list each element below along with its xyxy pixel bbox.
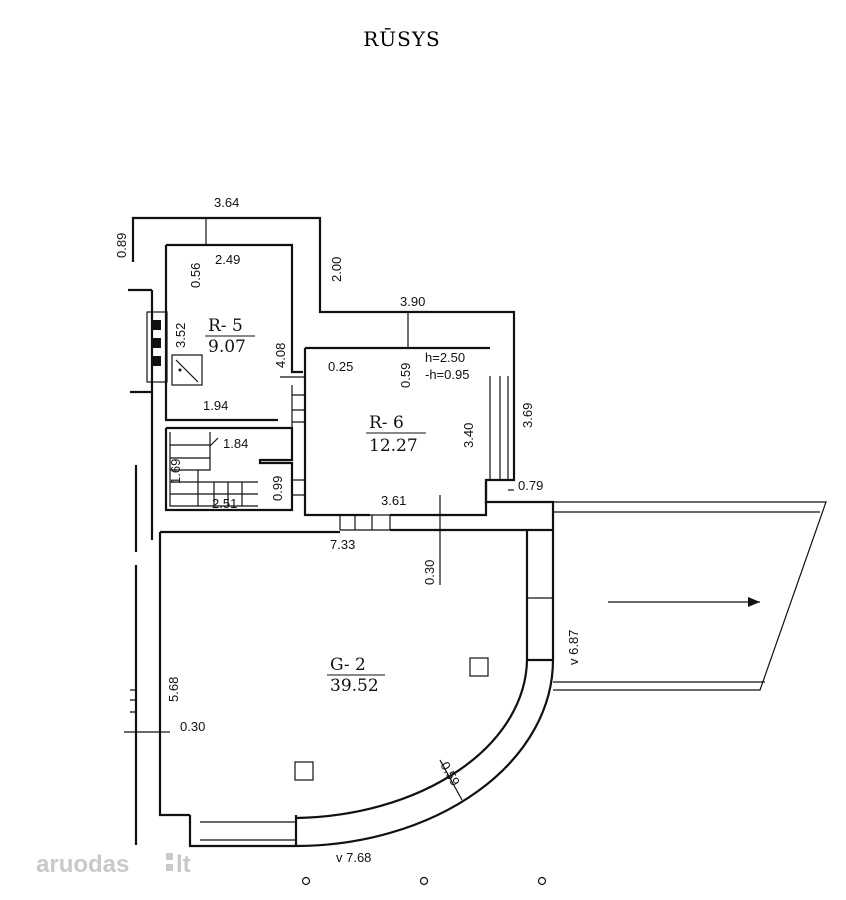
dim-0-56: 0.56 — [188, 263, 203, 288]
dim-7-68: v 7.68 — [336, 850, 371, 865]
dim-2-00: 2.00 — [329, 257, 344, 282]
dim-3-90: 3.90 — [400, 294, 425, 309]
dim-3-69: 3.69 — [520, 403, 535, 428]
room-g2-area: 39.52 — [330, 676, 379, 696]
room-g2-label: G- 2 — [330, 655, 366, 675]
marker-circle — [537, 876, 547, 886]
dim-0-30: 0.30 — [180, 719, 205, 734]
dim-0-25: 0.25 — [328, 359, 353, 374]
watermark-brand: aruodas — [36, 851, 129, 878]
watermark-tld: lt — [176, 851, 191, 878]
chimney — [146, 311, 168, 383]
watermark-logo: aruodas lt — [36, 851, 191, 878]
dim-0-59: 0.59 — [437, 759, 463, 788]
pillar — [469, 657, 489, 677]
dim-3-40: 3.40 — [461, 423, 476, 448]
dim-7-33: 7.33 — [330, 537, 355, 552]
walls — [124, 216, 555, 848]
driveway-ramp — [553, 501, 827, 691]
height-2-50: h=2.50 — [425, 350, 465, 365]
room-r6-area: 12.27 — [369, 436, 418, 456]
pillar — [294, 761, 314, 781]
dimension-lines — [160, 218, 553, 801]
dim-4-08: 4.08 — [273, 343, 288, 368]
openings — [291, 376, 509, 531]
room-r5-label: R- 5 — [208, 316, 243, 336]
marker-circle — [301, 876, 311, 886]
dim-3-64: 3.64 — [214, 195, 239, 210]
dim-0-79: 0.79 — [518, 478, 543, 493]
dim-2-49: 2.49 — [215, 252, 240, 267]
dim-1-94: 1.94 — [203, 398, 228, 413]
dim-1-84: 1.84 — [223, 436, 248, 451]
dim-2-51: 2.51 — [212, 496, 237, 511]
stairs — [169, 432, 258, 507]
room-r6-label: R- 6 — [369, 413, 404, 433]
dim-0-30: 0.30 — [422, 560, 437, 585]
dim-0-59: 0.59 — [398, 363, 413, 388]
dim-5-68: 5.68 — [166, 677, 181, 702]
room-r5-area: 9.07 — [208, 337, 246, 357]
dim-3-52: 3.52 — [173, 323, 188, 348]
dim-6-87: v 6.87 — [566, 630, 581, 665]
dim-1-69: 1.69 — [168, 459, 183, 484]
boiler-symbol — [171, 354, 203, 386]
marker-circle — [419, 876, 429, 886]
dim-3-61: 3.61 — [381, 493, 406, 508]
dim-0-99: 0.99 — [270, 476, 285, 501]
height-minus-0-95: -h=0.95 — [425, 367, 469, 382]
plan-title: RŪSYS — [363, 27, 441, 51]
dim-0-89: 0.89 — [114, 233, 129, 258]
